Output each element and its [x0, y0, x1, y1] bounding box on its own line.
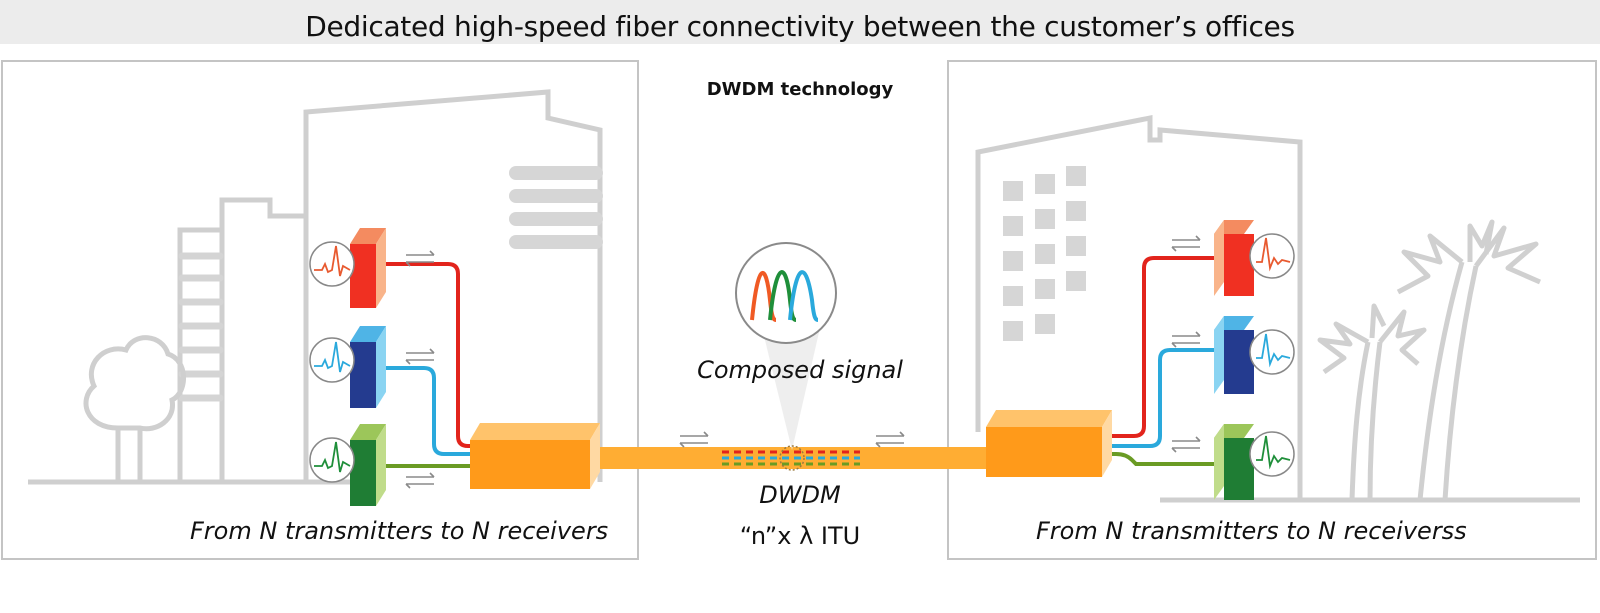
technology-label: DWDM technology	[706, 79, 894, 100]
dwdm-diagram: Dedicated high-speed fiber connectivity …	[0, 0, 1600, 560]
diagram-title: Dedicated high-speed fiber connectivity …	[305, 10, 1295, 43]
transceiver-red-right	[1214, 220, 1254, 296]
building-bars-left	[509, 166, 603, 249]
right-office-frame	[947, 60, 1597, 560]
composed-signal-label: Composed signal	[697, 356, 903, 384]
tree-icon	[83, 335, 186, 482]
transceiver-blue-right	[1214, 316, 1254, 394]
red-channel-fiber-right	[1098, 256, 1214, 438]
mux-box-right	[986, 410, 1112, 477]
green-waveform-icon-left	[309, 437, 355, 483]
green-waveform-icon-right	[1249, 431, 1295, 477]
building-windows-right	[1003, 166, 1086, 341]
right-office-caption: From N transmitters to N receiverss	[1036, 517, 1467, 545]
palm-tree-icon	[1317, 219, 1542, 501]
composed-signal-waveform-icon	[735, 242, 837, 344]
left-office-caption: From N transmitters to N receivers	[190, 517, 609, 545]
blue-channel-fiber-right	[1098, 348, 1214, 448]
transceiver-green-right	[1214, 424, 1254, 500]
blue-channel-fiber-left	[376, 366, 476, 456]
green-channel-fiber-right	[1098, 452, 1214, 466]
transceiver-blue-left	[350, 326, 386, 408]
left-office-frame	[1, 60, 639, 560]
bidirectional-arrow-icon	[405, 235, 1201, 489]
diagram-canvas	[1, 60, 1597, 560]
blue-waveform-icon-right	[1249, 329, 1295, 375]
dwdm-label: DWDM	[759, 481, 841, 509]
mux-box-left	[470, 423, 600, 489]
title-banner	[0, 0, 1600, 44]
red-waveform-icon-right	[1249, 233, 1295, 279]
itu-wavelength-label: “n”x λ ITU	[739, 522, 861, 550]
transceiver-green-left	[350, 424, 386, 506]
blue-waveform-icon-left	[309, 337, 355, 383]
red-channel-fiber-left	[376, 262, 476, 448]
red-waveform-icon-left	[309, 241, 355, 287]
wavelength-dashes	[722, 450, 860, 466]
building-windows-left	[178, 252, 224, 402]
magnifier-focus	[779, 445, 805, 471]
magnifier-cone	[762, 328, 820, 450]
transceiver-red-left	[350, 228, 386, 308]
